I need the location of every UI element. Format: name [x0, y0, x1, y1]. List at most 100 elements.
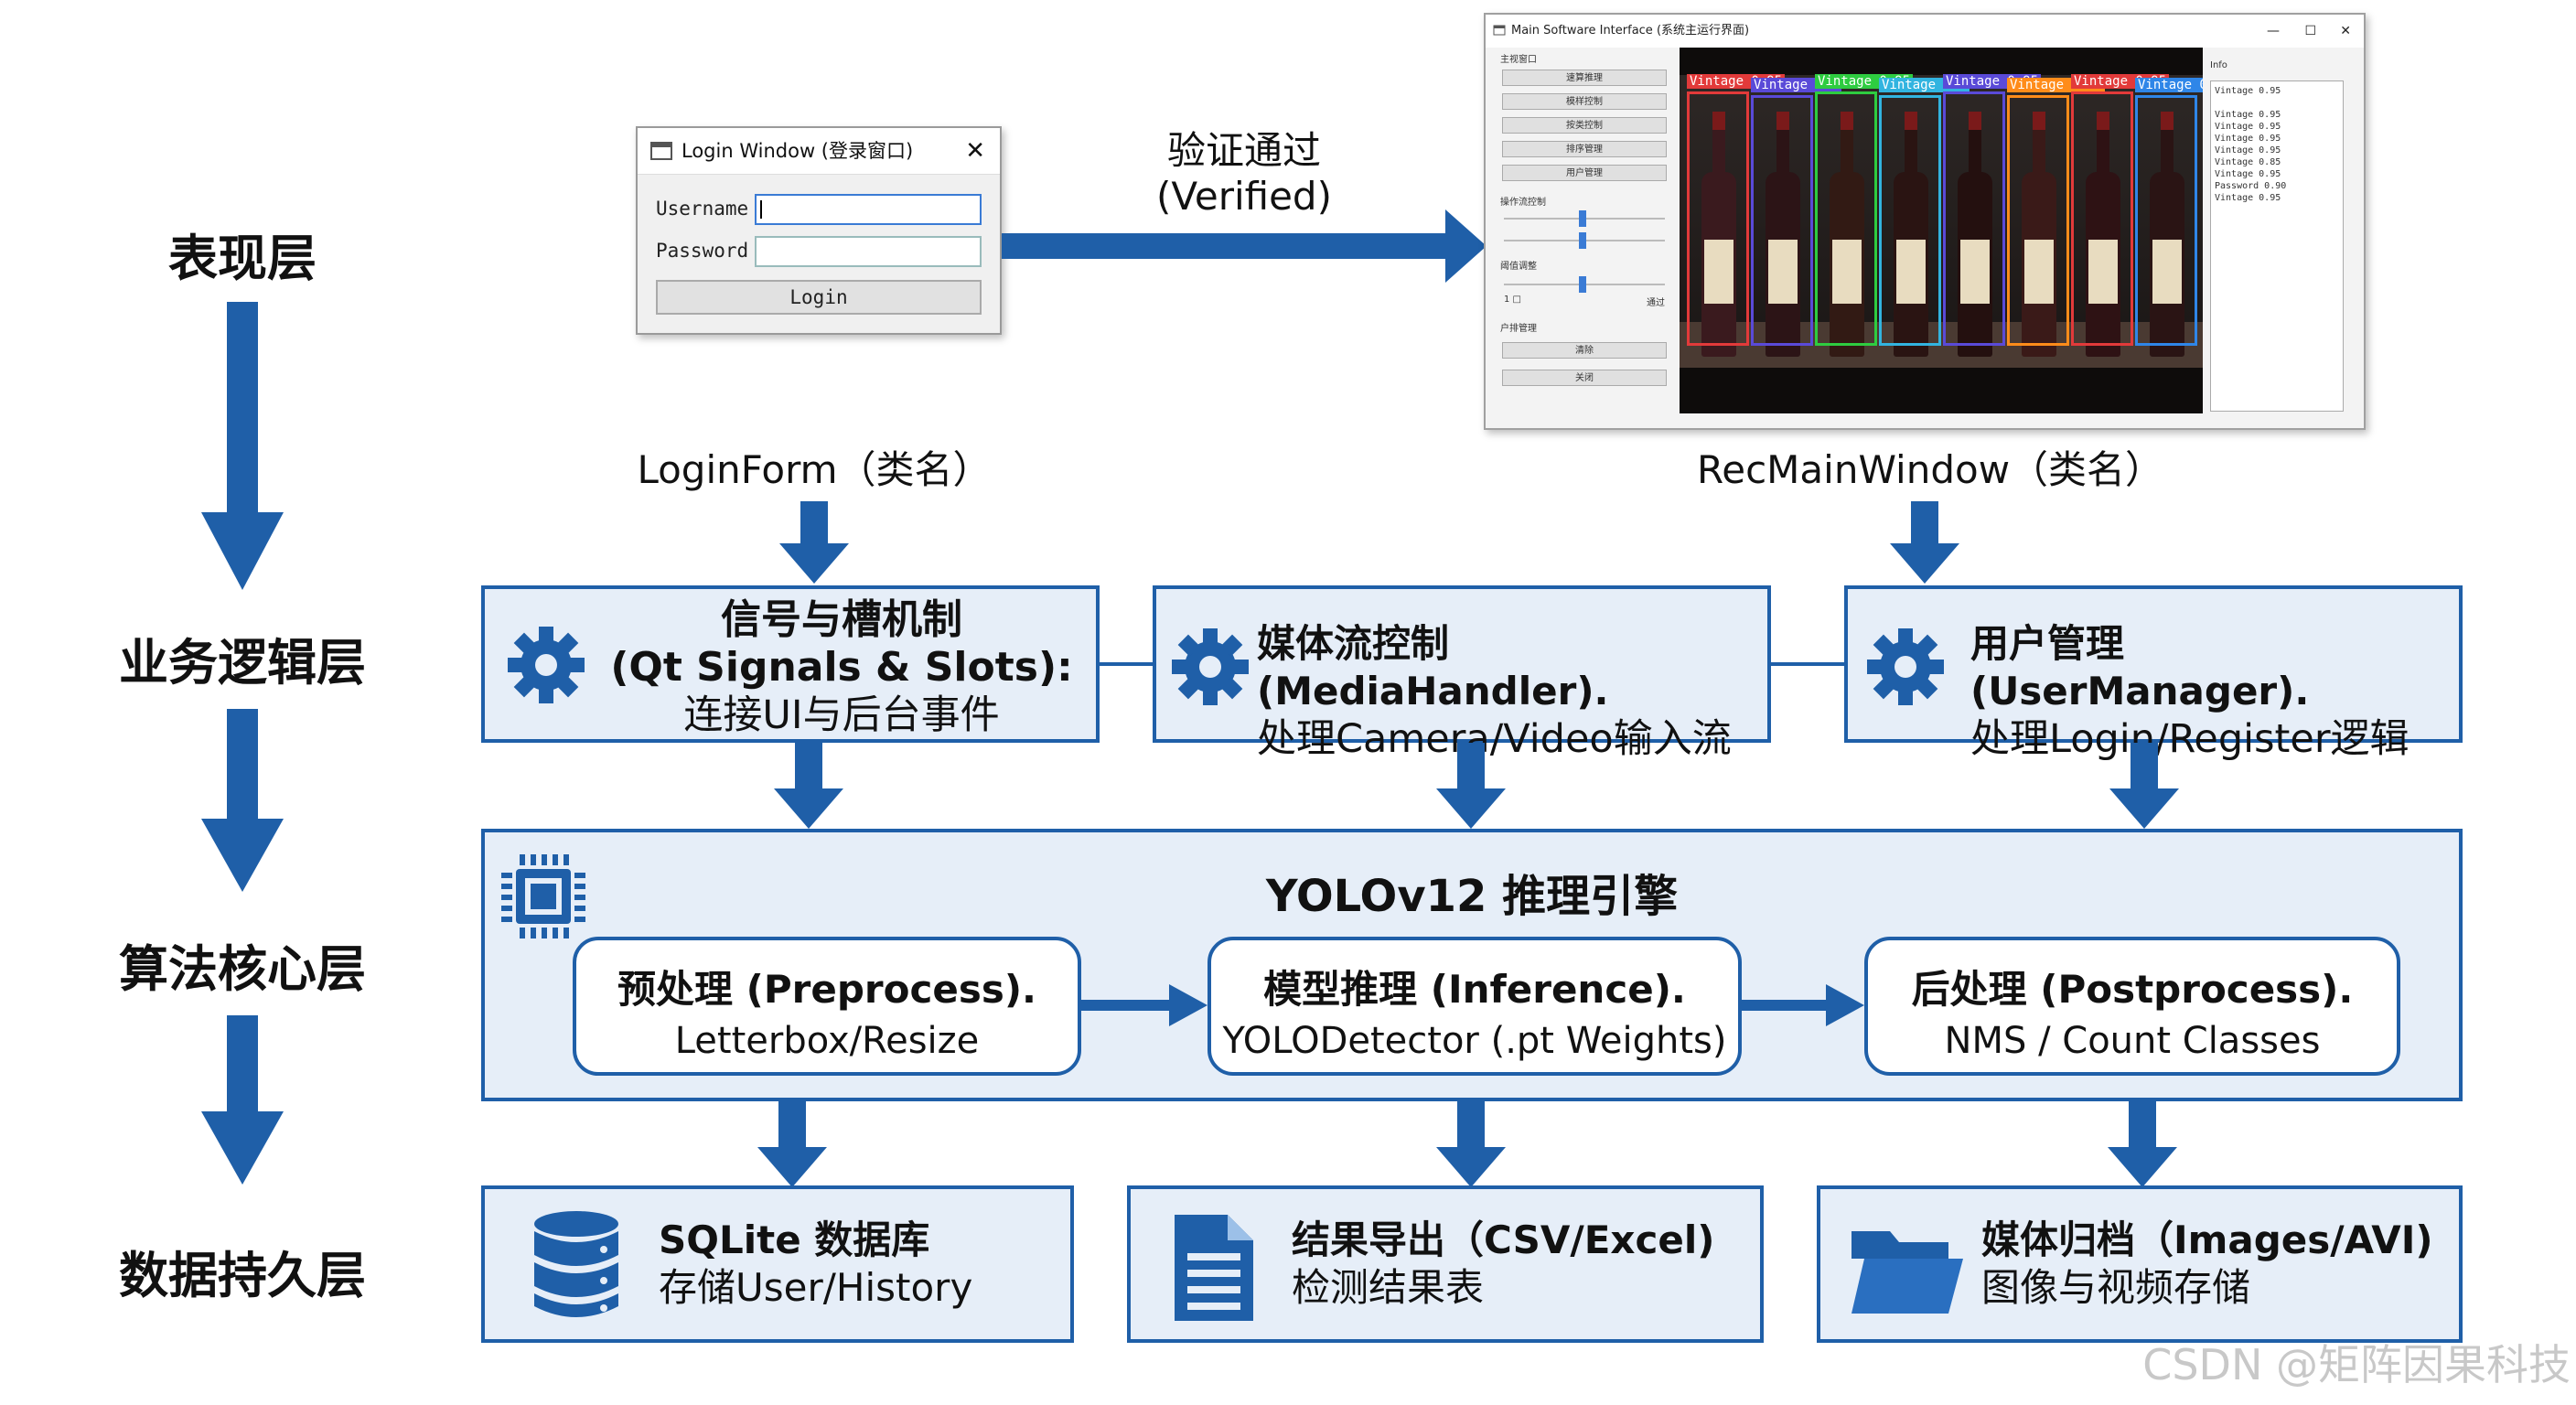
box-user-manager: 用户管理 (UserManager). 处理Login/Register逻辑	[1844, 585, 2463, 762]
export-desc: 检测结果表	[1292, 1265, 1485, 1310]
watermark: CSDN @矩阵因果科技	[2142, 1340, 2571, 1389]
arrow-user-to-engine	[2109, 743, 2179, 829]
arrow-engine-to-sqlite	[757, 1101, 827, 1187]
detection-box: Vintage 0.95	[2007, 78, 2106, 346]
window-icon	[650, 142, 672, 160]
slider-handle[interactable]	[1579, 232, 1586, 249]
box-signals-slots: 信号与槽机制 (Qt Signals & Slots): 连接UI与后台事件	[481, 585, 1100, 743]
sidebar-button-1[interactable]: 速算推理	[1502, 70, 1667, 86]
main-window-title: Main Software Interface (系统主运行界面)	[1511, 24, 1750, 38]
text-cursor	[760, 200, 762, 219]
login-button[interactable]: Login	[656, 280, 982, 315]
slider-handle[interactable]	[1579, 276, 1586, 293]
chip-icon	[501, 854, 585, 938]
minimize-icon[interactable]: —	[2267, 24, 2280, 38]
detection-box: Vintage 0.95	[1687, 74, 1786, 346]
sidebar-button-5[interactable]: 用户管理	[1502, 165, 1667, 181]
verified-label-en: (Verified)	[1156, 174, 1332, 219]
section-label-user: 户排管理	[1500, 324, 1537, 334]
maximize-icon[interactable]: ☐	[2304, 24, 2316, 38]
password-input[interactable]	[755, 236, 982, 267]
login-window-title: Login Window (登录窗口)	[682, 140, 914, 162]
sidebar-button-4[interactable]: 排序管理	[1502, 141, 1667, 157]
layer-label-persistence: 数据持久层	[119, 1247, 366, 1304]
detection-label: Vintage 0.9	[2135, 78, 2203, 92]
close-icon[interactable]: ✕	[965, 137, 985, 165]
gear-icon	[508, 627, 585, 703]
layer-arrow-2	[201, 709, 284, 892]
postprocess-title: 后处理 (Postprocess).	[1911, 967, 2354, 1012]
info-line: Vintage 0.95	[2215, 145, 2281, 156]
info-line: Vintage 0.95	[2215, 122, 2281, 132]
media-text: 媒体流控制 (MediaHandler). 处理Camera/Video输入流	[1257, 620, 1769, 763]
connector-line	[1098, 662, 1154, 666]
preprocess-desc: Letterbox/Resize	[674, 1020, 980, 1062]
user-desc: 处理Login/Register逻辑	[1970, 716, 2410, 762]
section-label-threshold: 阈值调整	[1500, 262, 1537, 272]
detection-box: Vintage 0.95	[2071, 74, 2170, 346]
signals-text: 信号与槽机制 (Qt Signals & Slots): 连接UI与后台事件	[604, 596, 1079, 739]
class-label-recmainwindow: RecMainWindow（类名）	[1696, 447, 2164, 492]
connector-line	[1769, 662, 1846, 666]
media-archive-desc: 图像与视频存储	[1981, 1265, 2251, 1310]
clear-button[interactable]: 清除	[1502, 342, 1667, 359]
signals-desc: 连接UI与后台事件	[683, 692, 1000, 738]
sqlite-text: SQLite 数据库 存储User/History	[659, 1217, 1061, 1312]
verified-arrow	[1002, 209, 1487, 283]
login-window: Login Window (登录窗口) ✕ Username Password …	[636, 126, 1002, 335]
gear-icon	[1172, 628, 1249, 705]
info-list[interactable]: Vintage 0.95 Vintage 0.95 Vintage 0.95 V…	[2210, 80, 2344, 412]
info-line: Password 0.90	[2215, 181, 2287, 191]
wine-bottle	[1894, 112, 1928, 357]
arrow-main-to-user	[1890, 501, 1959, 584]
window-icon	[1493, 25, 1506, 36]
login-titlebar: Login Window (登录窗口) ✕	[638, 128, 1000, 175]
arrow-pre-to-inference	[1081, 984, 1208, 1026]
box-preprocess: 预处理 (Preprocess). Letterbox/Resize	[573, 937, 1081, 1076]
wine-bottle	[2150, 112, 2184, 357]
username-label: Username	[656, 198, 749, 220]
class-label-loginform: LoginForm（类名）	[637, 447, 992, 492]
inference-title: 模型推理 (Inference).	[1263, 967, 1686, 1012]
slider-max-label: 通过	[1647, 298, 1665, 308]
arrow-engine-to-export	[1436, 1101, 1506, 1187]
layer-label-presentation: 表现层	[168, 230, 317, 287]
verified-label-cn: 验证通过	[1166, 128, 1321, 173]
media-archive-title: 媒体归档（Images/AVI)	[1981, 1217, 2433, 1262]
sidebar-button-2[interactable]: 模样控制	[1502, 93, 1667, 110]
wine-bottle	[1701, 112, 1736, 357]
box-media-handler: 媒体流控制 (MediaHandler). 处理Camera/Video输入流	[1153, 585, 1771, 762]
close-button[interactable]: 关闭	[1502, 370, 1667, 386]
section-label-flow: 操作流控制	[1500, 198, 1546, 208]
layer-arrow-3	[201, 1015, 284, 1185]
info-line: Vintage 0.85	[2215, 157, 2281, 167]
box-inference: 模型推理 (Inference). YOLODetector (.pt Weig…	[1208, 937, 1742, 1076]
slider-min-label: 1 □	[1504, 295, 1521, 305]
password-label: Password	[656, 240, 749, 262]
close-icon[interactable]: ✕	[2340, 24, 2351, 38]
sidebar-header: 主视窗口	[1500, 55, 1537, 65]
box-postprocess: 后处理 (Postprocess). NMS / Count Classes	[1864, 937, 2400, 1076]
sqlite-title: SQLite 数据库	[659, 1217, 930, 1262]
sidebar-button-3[interactable]: 按类控制	[1502, 117, 1667, 134]
wine-bottle	[2086, 112, 2120, 357]
wine-bottle	[1830, 112, 1864, 357]
main-window: Main Software Interface (系统主运行界面) — ☐ ✕ …	[1484, 13, 2366, 430]
info-line: Vintage 0.95	[2215, 110, 2281, 120]
info-line: Vintage 0.95	[2215, 169, 2281, 179]
database-icon	[534, 1211, 618, 1317]
detection-box: Vintage 0.95	[1815, 74, 1914, 346]
arrow-engine-to-media	[2108, 1101, 2177, 1187]
wine-bottle	[2022, 112, 2056, 357]
wine-bottle	[1958, 112, 1992, 357]
info-line: Vintage 0.95	[2215, 193, 2281, 203]
info-line: Vintage 0.95	[2215, 86, 2281, 96]
slider-handle[interactable]	[1579, 210, 1586, 227]
arrow-media-to-engine	[1436, 743, 1506, 829]
layer-label-business: 业务逻辑层	[119, 634, 366, 692]
username-input[interactable]	[755, 194, 982, 225]
signals-title: 信号与槽机制	[721, 596, 962, 643]
folder-icon	[1852, 1231, 1963, 1314]
verified-caption: 验证通过 (Verified)	[1130, 128, 1358, 220]
detection-box: Vintage 0.95	[1943, 74, 2042, 346]
